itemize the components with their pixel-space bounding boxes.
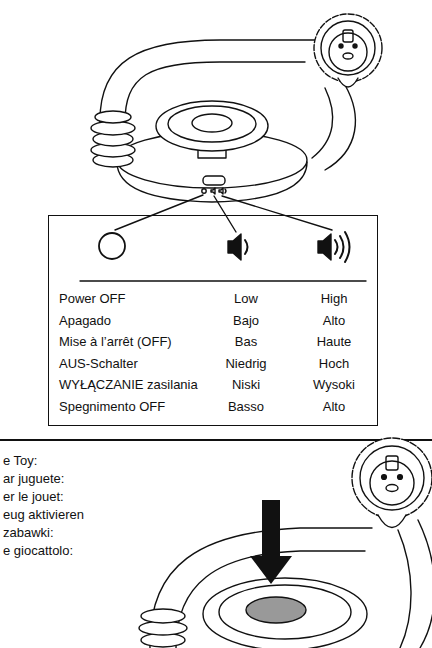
lion-figure xyxy=(314,14,382,87)
speaker-high-icon xyxy=(318,234,331,260)
instruction-text: eug aktivieren xyxy=(3,507,84,523)
speaker-low-wave xyxy=(245,240,248,254)
switch-off-mark xyxy=(202,189,206,193)
volume-label: Haute xyxy=(291,331,377,353)
volume-label: Niski xyxy=(201,374,291,396)
stack-rings xyxy=(139,609,187,647)
speaker-low-icon xyxy=(228,234,241,260)
volume-label: Bajo xyxy=(201,310,291,332)
power-settings-table: Power OFFLowHighApagadoBajoAltoMise à l’… xyxy=(48,215,378,426)
mode-label: Power OFF xyxy=(49,288,201,310)
volume-label: Wysoki xyxy=(291,374,377,396)
instruction-text: ar juguete: xyxy=(3,471,64,487)
mode-label: AUS-Schalter xyxy=(49,353,201,375)
instruction-text: er le jouet: xyxy=(3,489,64,505)
stack-rings xyxy=(91,111,135,167)
instruction-text: e Toy: xyxy=(3,453,37,469)
power-off-icon xyxy=(99,233,125,259)
mode-label: Apagado xyxy=(49,310,201,332)
mode-label: Mise à l’arrêt (OFF) xyxy=(49,331,201,353)
wheel-inner xyxy=(219,585,351,639)
arch-right-inner xyxy=(398,530,411,648)
leader-line xyxy=(214,196,236,232)
volume-label: Bas xyxy=(201,331,291,353)
volume-label: Hoch xyxy=(291,353,377,375)
arch-right-inner xyxy=(312,88,333,158)
leader-line xyxy=(222,196,332,230)
volume-label: Alto xyxy=(291,396,377,418)
wheel-outer xyxy=(156,101,268,151)
instruction-text: zabawki: xyxy=(3,525,54,541)
power-switch xyxy=(203,176,225,185)
speaker-high-waves xyxy=(335,232,350,262)
mode-label: Spegnimento OFF xyxy=(49,396,201,418)
lion-figure xyxy=(352,438,432,528)
volume-label: Low xyxy=(201,288,291,310)
table-rule xyxy=(80,280,366,281)
section-separator xyxy=(0,439,432,441)
switch-low-mark xyxy=(211,188,215,194)
wheel-inner xyxy=(168,106,256,142)
volume-label: Alto xyxy=(291,310,377,332)
wheel-hub xyxy=(192,114,232,132)
switch-high-mark xyxy=(219,188,226,194)
volume-label: High xyxy=(291,288,377,310)
leader-line xyxy=(115,195,203,230)
wheel-outer xyxy=(203,578,367,648)
volume-label: Basso xyxy=(201,396,291,418)
wheel-button xyxy=(246,597,306,623)
instruction-text: e giocattolo: xyxy=(3,543,73,559)
press-arrow xyxy=(250,500,292,584)
arch-right xyxy=(418,520,432,648)
mode-label: WYŁĄCZANIE zasilania xyxy=(49,374,201,396)
volume-label: Niedrig xyxy=(201,353,291,375)
